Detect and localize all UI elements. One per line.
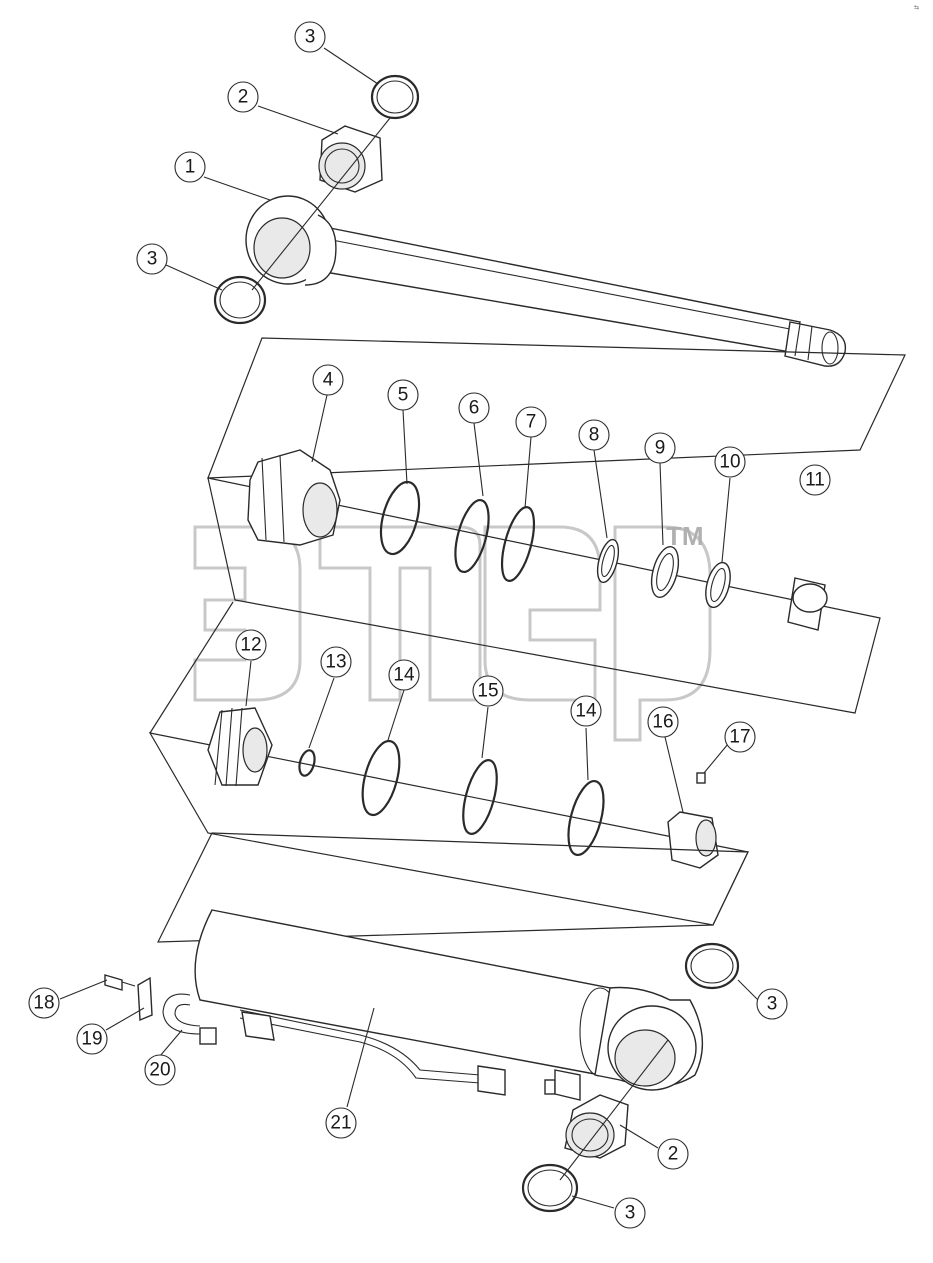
svg-text:3: 3 bbox=[625, 1203, 636, 1224]
ring-14b bbox=[567, 779, 605, 857]
ring-3-right bbox=[684, 942, 740, 990]
piston-rod bbox=[324, 227, 801, 353]
svg-text:12: 12 bbox=[240, 635, 261, 656]
watermark-logo: TM bbox=[193, 521, 712, 742]
callout-12: 12 bbox=[235, 629, 267, 661]
fitting-port-right bbox=[544, 1079, 556, 1095]
port-block-left bbox=[241, 1011, 275, 1041]
ring-14a bbox=[361, 739, 401, 817]
callout-21: 21 bbox=[325, 1107, 357, 1139]
svg-text:13: 13 bbox=[325, 652, 346, 673]
cylinder-barrel-21 bbox=[194, 909, 611, 1076]
svg-text:9: 9 bbox=[655, 438, 666, 459]
callout-3-right: 3 bbox=[756, 988, 788, 1020]
callout-20: 20 bbox=[144, 1054, 176, 1086]
ring-3-top bbox=[370, 74, 420, 120]
svg-text:17: 17 bbox=[729, 727, 750, 748]
seal-8 bbox=[596, 538, 620, 584]
svg-text:18: 18 bbox=[33, 993, 54, 1014]
clamp-19 bbox=[137, 976, 153, 1022]
svg-text:14: 14 bbox=[393, 665, 415, 686]
callout-16: 16 bbox=[647, 706, 679, 738]
ring-7 bbox=[500, 506, 536, 582]
svg-text:2: 2 bbox=[238, 87, 249, 108]
svg-text:4: 4 bbox=[323, 370, 334, 391]
callout-3-left: 3 bbox=[136, 243, 168, 275]
svg-text:15: 15 bbox=[477, 681, 498, 702]
callout-2-bottom: 2 bbox=[657, 1138, 689, 1170]
svg-text:3: 3 bbox=[147, 249, 158, 270]
ring-5 bbox=[379, 480, 421, 556]
callout-4: 4 bbox=[312, 364, 344, 396]
rod-thread-end bbox=[784, 321, 847, 367]
callout-8: 8 bbox=[578, 419, 610, 451]
piston-rod-assembly bbox=[213, 74, 847, 367]
callout-9: 9 bbox=[644, 432, 676, 464]
callout-3-bottom: 3 bbox=[614, 1197, 646, 1229]
callout-14-a: 14 bbox=[388, 659, 420, 691]
callout-7: 7 bbox=[515, 406, 547, 438]
callout-17: 17 bbox=[724, 721, 756, 753]
callout-3-top: 3 bbox=[294, 21, 326, 53]
ring-3-lower bbox=[213, 275, 267, 325]
svg-text:16: 16 bbox=[652, 712, 673, 733]
barrel-assembly bbox=[104, 909, 740, 1213]
svg-text:10: 10 bbox=[719, 452, 740, 473]
svg-text:21: 21 bbox=[330, 1113, 351, 1134]
callout-11: 11 bbox=[799, 464, 831, 496]
corner-mark: ⇆ bbox=[914, 4, 919, 11]
callout-15: 15 bbox=[472, 675, 504, 707]
leader-lines bbox=[59, 47, 759, 1209]
svg-text:6: 6 bbox=[469, 398, 480, 419]
bent-tube-20 bbox=[162, 993, 210, 1035]
svg-text:11: 11 bbox=[805, 470, 825, 491]
fitting-nut bbox=[477, 1065, 506, 1096]
callout-1: 1 bbox=[174, 151, 206, 183]
svg-text:8: 8 bbox=[589, 425, 600, 446]
svg-text:20: 20 bbox=[149, 1060, 170, 1081]
svg-text:2: 2 bbox=[668, 1144, 679, 1165]
seal-9 bbox=[650, 545, 680, 599]
watermark-tm: TM bbox=[666, 521, 704, 551]
hydraulic-tube bbox=[239, 1009, 481, 1076]
set-screw-17 bbox=[696, 772, 706, 784]
wiper-10 bbox=[705, 561, 731, 609]
callout-5: 5 bbox=[387, 379, 419, 411]
svg-text:3: 3 bbox=[767, 994, 778, 1015]
bolt-18 bbox=[104, 974, 123, 991]
svg-text:19: 19 bbox=[81, 1029, 102, 1050]
callout-14-b: 14 bbox=[570, 695, 602, 727]
ring-3-bottom bbox=[521, 1163, 579, 1213]
callout-18: 18 bbox=[28, 987, 60, 1019]
svg-text:14: 14 bbox=[575, 701, 597, 722]
callout-10: 10 bbox=[714, 446, 746, 478]
callout-6: 6 bbox=[458, 392, 490, 424]
svg-text:1: 1 bbox=[185, 157, 196, 178]
svg-text:3: 3 bbox=[305, 27, 316, 48]
callout-2-top: 2 bbox=[227, 81, 259, 113]
callout-13: 13 bbox=[320, 646, 352, 678]
svg-text:7: 7 bbox=[526, 412, 537, 433]
callout-19: 19 bbox=[76, 1023, 108, 1055]
ring-15 bbox=[462, 759, 498, 835]
svg-text:5: 5 bbox=[398, 385, 409, 406]
ring-6 bbox=[454, 498, 490, 574]
frame-rod-parts bbox=[207, 337, 906, 479]
piston-parts bbox=[207, 707, 719, 869]
o-ring-13 bbox=[298, 749, 316, 777]
frame-barrel bbox=[157, 832, 749, 943]
gland-parts bbox=[247, 449, 828, 631]
